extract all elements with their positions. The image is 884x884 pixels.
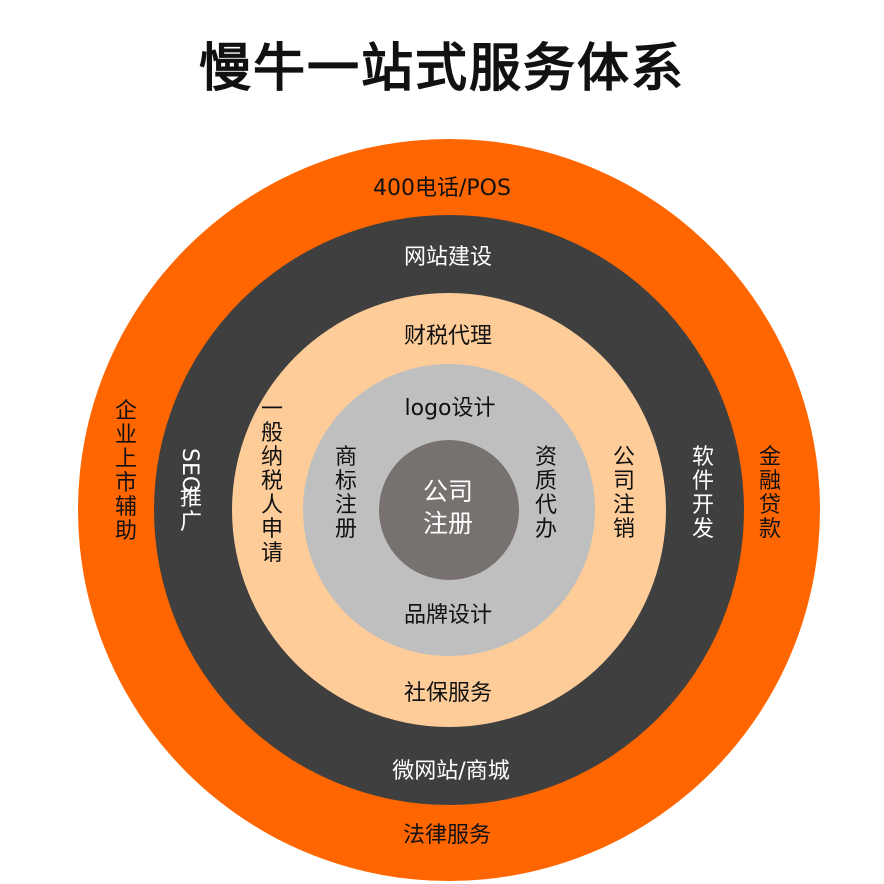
vertical-latin-segment: SEO (177, 448, 202, 493)
center-label-line2: 注册 (423, 509, 473, 538)
gray-right-label: 资质代办 (535, 445, 557, 542)
outer-left-label: 企业上市辅助 (115, 399, 137, 544)
center-label-line1: 公司 (423, 477, 473, 506)
outer-bottom-label: 法律服务 (403, 823, 491, 848)
peach-bottom-label: 社保服务 (404, 681, 492, 706)
dark-right-label: 软件开发 (692, 445, 714, 542)
dark-top-label: 网站建设 (404, 245, 492, 270)
peach-left-label: 一般纳税人申请 (261, 397, 283, 566)
outer-right-label: 金融贷款 (759, 445, 781, 542)
center-circle (379, 440, 519, 580)
page-title: 慢牛一站式服务体系 (198, 39, 685, 99)
dark-left-label: 推广 (180, 486, 202, 535)
gray-bottom-label: 品牌设计 (404, 603, 492, 628)
gray-left-label: 商标注册 (335, 445, 357, 542)
outer-top-label: 400电话/POS (373, 176, 511, 201)
peach-right-label: 公司注销 (613, 445, 635, 542)
peach-top-label: 财税代理 (404, 324, 492, 349)
gray-top-label: logo设计 (405, 396, 496, 421)
dark-bottom-label: 微网站/商城 (392, 759, 509, 784)
